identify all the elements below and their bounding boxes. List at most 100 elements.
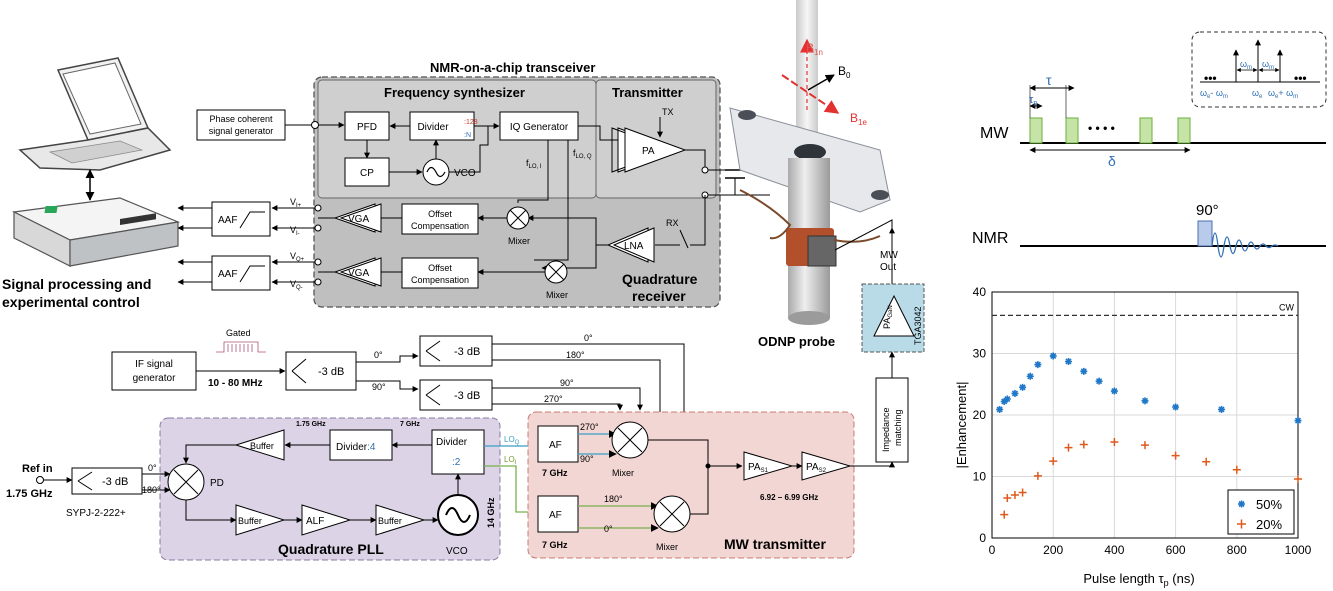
rx-label: RX: [666, 218, 679, 228]
splitter-upper: -3 dB: [419, 335, 493, 367]
svg-text:TX: TX: [662, 107, 674, 117]
svg-text:generator: generator: [133, 373, 176, 384]
deg0-af: 0°: [604, 524, 613, 534]
flo-i-label: fLO, I: [526, 158, 542, 170]
data-point-50: [1003, 395, 1011, 403]
x-tick-label: 1000: [1285, 543, 1312, 557]
transceiver-title: NMR-on-a-chip transceiver: [430, 60, 595, 75]
svg-text::128: :128: [464, 119, 478, 126]
svg-text:-3 dB: -3 dB: [318, 366, 344, 378]
deg270-af: 270°: [580, 422, 599, 432]
svg-text:Offset: Offset: [428, 209, 452, 219]
nmr-90-label: 90°: [1196, 202, 1219, 219]
svg-text:signal generator: signal generator: [209, 126, 274, 136]
svg-text:ALF: ALF: [306, 516, 324, 527]
svg-text:VCO: VCO: [446, 546, 468, 557]
svg-text:PAS1: PAS1: [748, 462, 769, 474]
odnp-probe-illustration: [729, 0, 891, 325]
quadrature-receiver-title-2: receiver: [632, 288, 686, 304]
svg-text:AF: AF: [549, 510, 562, 521]
pfd-block: PFD: [344, 111, 390, 141]
gated-waveform-icon: [216, 341, 266, 353]
y-tick-label: 20: [973, 408, 987, 422]
vi-plus-label: VI+: [290, 197, 302, 209]
deg180-af: 180°: [604, 494, 623, 504]
svg-text:ωe: ωe: [1252, 88, 1263, 100]
deg0-upper: 0°: [584, 333, 593, 343]
svg-text:7 GHz: 7 GHz: [542, 540, 568, 550]
transmitter-title: Transmitter: [612, 85, 683, 100]
svg-text:B1n: B1n: [806, 41, 823, 57]
svg-text:Offset: Offset: [428, 263, 452, 273]
cp-block: CP: [344, 157, 390, 187]
deg180-upper: 180°: [566, 350, 585, 360]
x-tick-label: 600: [1166, 543, 1186, 557]
svg-text:PAS2: PAS2: [806, 462, 827, 474]
nmr-90-pulse: [1197, 220, 1213, 247]
if-generator-block: IF signal generator: [111, 351, 197, 391]
data-point-50: [1034, 361, 1042, 369]
data-point-50: [1095, 377, 1103, 385]
freq-range-label: 10 - 80 MHz: [208, 378, 262, 389]
data-point-20: [1294, 474, 1302, 483]
svg-text:ωm: ωm: [1240, 59, 1252, 71]
vq-plus-label: VQ+: [290, 251, 305, 263]
svg-text::N: :N: [464, 132, 471, 139]
nmr-label: NMR: [972, 230, 1008, 247]
svg-text:AF: AF: [549, 440, 562, 451]
data-point-20: [1033, 471, 1042, 480]
svg-text:PAGaN: PAGaN: [882, 305, 894, 329]
svg-text:Buffer: Buffer: [238, 516, 262, 526]
rx-switch: [679, 195, 706, 249]
svg-text:7 GHz: 7 GHz: [542, 468, 568, 478]
lna-block: LNA: [606, 227, 655, 263]
legend-marker-20: [1237, 519, 1246, 529]
data-point-20: [1079, 440, 1088, 449]
mixer-q: Mixer: [544, 260, 568, 300]
phase-generator-block: Phase coherent signal generator: [196, 109, 286, 141]
divider4-block: Divider:4: [329, 429, 393, 461]
fid-signal: [1211, 232, 1279, 258]
pa-freq-label: 6.92 – 6.99 GHz: [760, 493, 818, 502]
y-tick-label: 0: [979, 531, 986, 545]
svg-text:CP: CP: [360, 168, 374, 179]
data-point-50: [1110, 387, 1118, 395]
mw-pulses: [1029, 117, 1191, 144]
svg-text:-3 dB: -3 dB: [102, 476, 128, 488]
y-tick-label: 40: [973, 285, 987, 299]
svg-text:Divider:4: Divider:4: [336, 442, 376, 453]
svg-text:LNA: LNA: [624, 241, 644, 252]
pll-title: Quadrature PLL: [278, 541, 384, 557]
data-point-50: [996, 405, 1004, 413]
alf-block: ALF: [301, 504, 352, 536]
signal-processing-caption-1: Signal processing and: [2, 276, 151, 292]
svg-text:-3 dB: -3 dB: [454, 346, 480, 358]
y-tick-label: 10: [973, 470, 987, 484]
deg270-lower: 270°: [544, 394, 563, 404]
ref-in-label: Ref in: [22, 463, 53, 475]
svg-text:Phase coherent: Phase coherent: [209, 114, 273, 124]
data-point-20: [1064, 443, 1073, 452]
svg-text:•••: •••: [1294, 71, 1307, 85]
data-point-50: [1218, 405, 1225, 413]
daq-device-icon: [11, 197, 181, 267]
svg-text:ωe- ωm: ωe- ωm: [1200, 88, 1228, 100]
mw-label: MW: [980, 125, 1009, 142]
divider-block: Divider :128 :N: [409, 111, 478, 141]
deg90-if: 90°: [372, 382, 386, 392]
cw-label: CW: [1279, 302, 1294, 312]
mw-out-label-1: MW: [880, 250, 898, 261]
data-point-50: [1026, 372, 1034, 380]
svg-text:AAF: AAF: [218, 269, 237, 280]
pa-gan-block: PAGaN TGA3042: [861, 283, 925, 353]
spectrum-inset: ••• ••• ωm ωm ωe- ωm ωe ωe+ ωm: [1191, 31, 1327, 108]
svg-text:Buffer: Buffer: [250, 441, 274, 451]
data-point-20: [1018, 488, 1027, 497]
svg-text:IQ Generator: IQ Generator: [510, 122, 569, 133]
data-point-20: [1171, 451, 1180, 460]
legend-label: 20%: [1256, 517, 1282, 532]
plot-frame: [991, 291, 1299, 539]
legend-marker-50: [1238, 500, 1245, 508]
offset-compensation-i: Offset Compensation: [401, 203, 479, 235]
deg90-lower: 90°: [560, 378, 574, 388]
